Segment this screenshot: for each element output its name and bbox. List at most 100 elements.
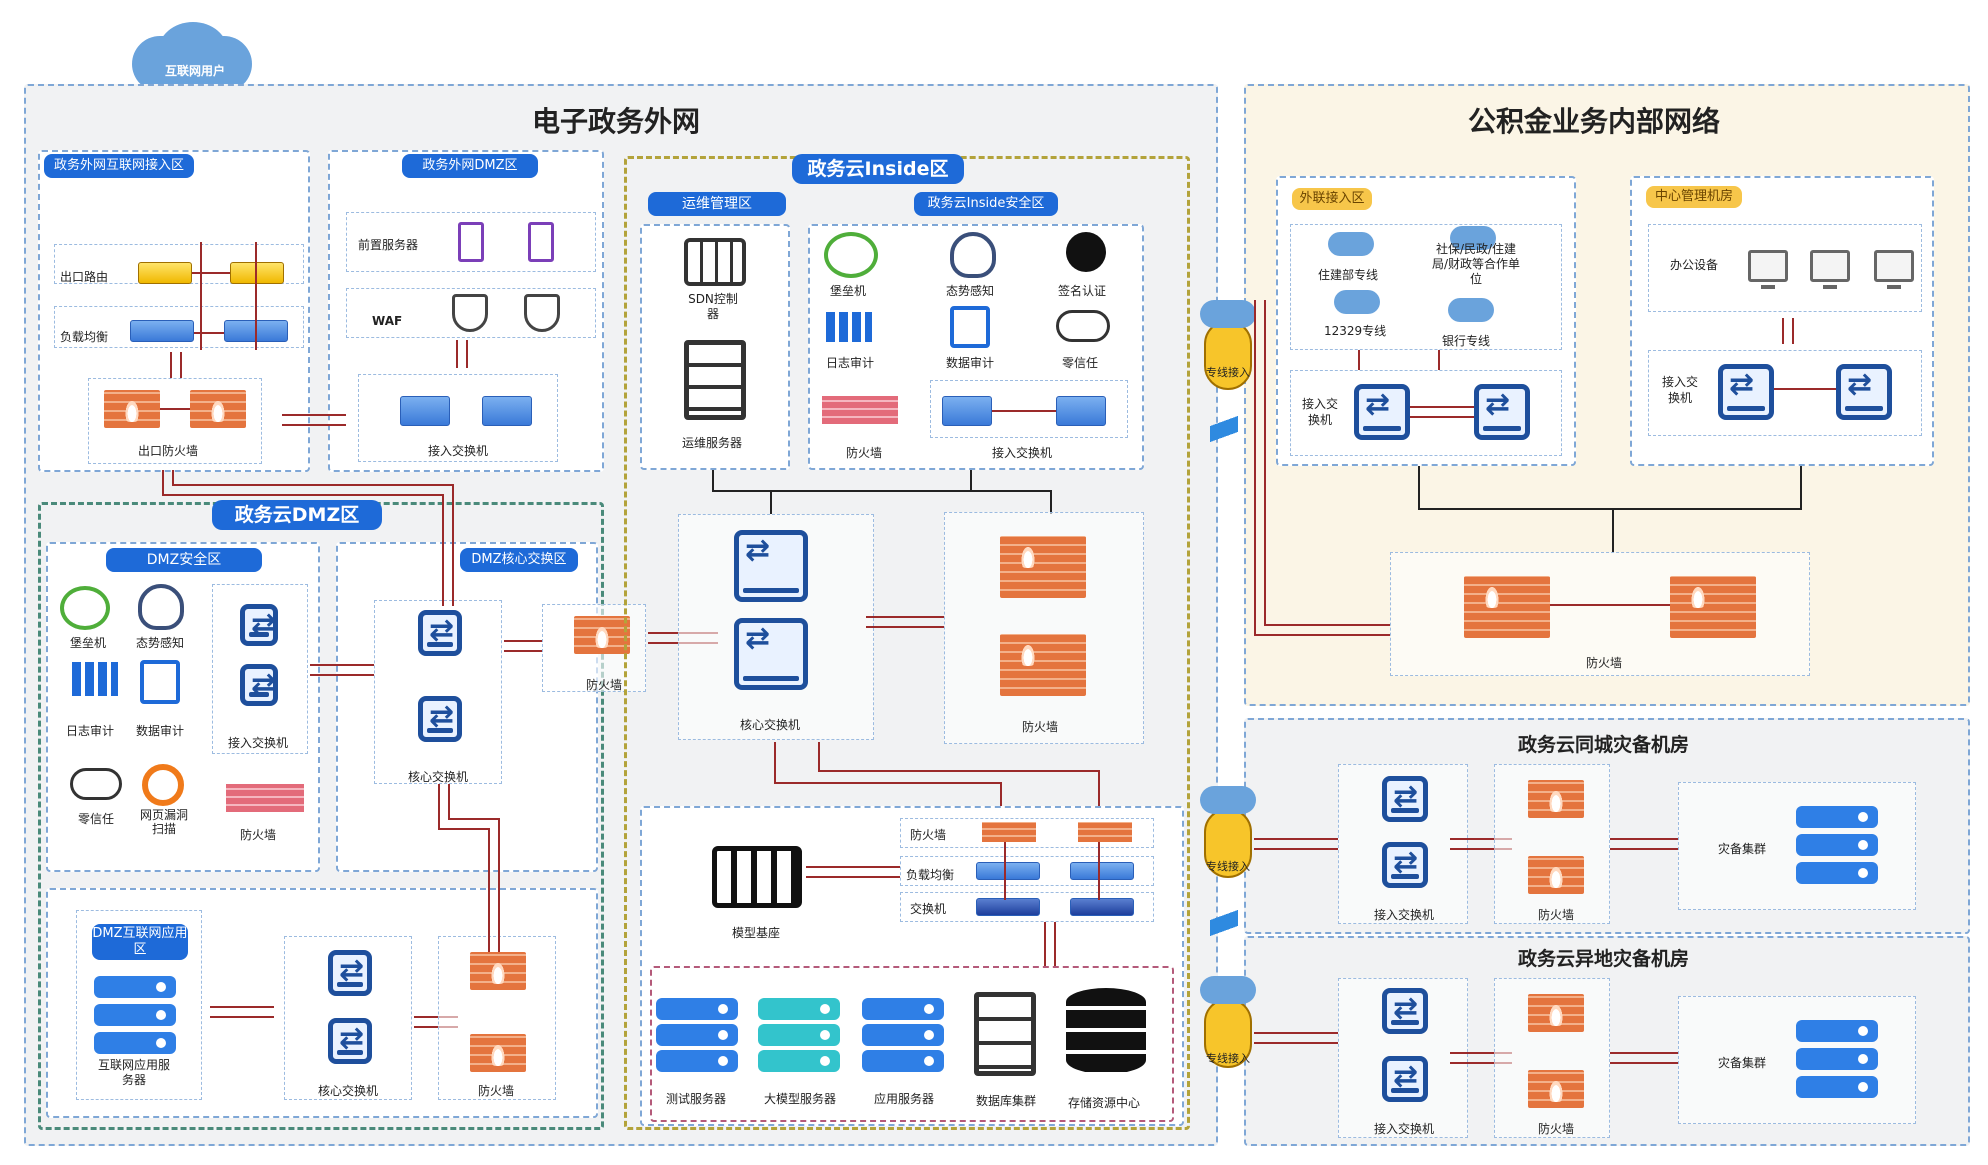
test-server-icon-3 bbox=[656, 1050, 738, 1072]
dr1-cluster-icon-3 bbox=[1796, 862, 1878, 884]
dr1-firewall-icon-2 bbox=[1528, 856, 1584, 894]
office-pc-icon-3 bbox=[1874, 250, 1914, 289]
log-audit-icon bbox=[72, 662, 118, 696]
dmz-app-firewall-icon-2 bbox=[470, 1034, 526, 1072]
llm-server-icon-2 bbox=[758, 1024, 840, 1046]
dr-same-city-title: 政务云同城灾备机房 bbox=[1518, 734, 1690, 756]
inside-main-firewall-label: 防火墙 bbox=[1022, 720, 1059, 734]
middle-firewall-icon bbox=[574, 616, 630, 654]
test-server-icon-2 bbox=[656, 1024, 738, 1046]
web-scan-icon bbox=[142, 764, 184, 806]
external-switch-icon bbox=[1354, 384, 1410, 440]
sdn-controller-label: SDN控制器 bbox=[688, 292, 738, 321]
ops-server-icon bbox=[684, 340, 746, 420]
sign-auth-icon bbox=[1066, 232, 1106, 272]
dmz-firewall-icon bbox=[226, 784, 304, 812]
dr2-cluster-icon-3 bbox=[1796, 1076, 1878, 1098]
exit-router-label: 出口路由 bbox=[60, 270, 109, 284]
storage-center-icon bbox=[1066, 988, 1146, 1074]
front-server-icon-2 bbox=[528, 222, 554, 262]
inside-data-audit-label: 数据审计 bbox=[946, 356, 995, 370]
dmz-log-audit-label: 日志审计 bbox=[66, 724, 115, 738]
zero-trust-icon bbox=[70, 768, 122, 800]
situation-icon bbox=[138, 584, 184, 630]
dr2-switch-label: 接入交换机 bbox=[1374, 1122, 1435, 1136]
dr2-cluster-icon bbox=[1796, 1020, 1878, 1042]
inside-main-firewall-icon-2 bbox=[1000, 634, 1086, 696]
dr-remote-cloud-icon bbox=[1200, 976, 1256, 1004]
dmz-data-audit-label: 数据审计 bbox=[136, 724, 185, 738]
external-access-title: 外联接入区 bbox=[1292, 188, 1372, 210]
dmz-core-switch-label: 核心交换机 bbox=[408, 770, 469, 784]
extranet-dmz-title: 政务外网DMZ区 bbox=[402, 154, 538, 178]
dmz-access-switch-icon bbox=[240, 604, 278, 646]
dr2-cluster-label: 灾备集群 bbox=[1718, 1056, 1767, 1070]
office-pc-icon-2 bbox=[1810, 250, 1850, 289]
center-switch-icon-2 bbox=[1836, 364, 1892, 420]
inside-main-firewall-icon bbox=[1000, 536, 1086, 598]
dmz-core-switch-icon-2 bbox=[418, 696, 462, 742]
inside-zero-trust-icon bbox=[1056, 310, 1110, 342]
fund-firewall-label: 防火墙 bbox=[1586, 656, 1623, 670]
inside-access-switch-icon bbox=[942, 396, 992, 426]
inside-bastion-label: 堡垒机 bbox=[830, 284, 867, 298]
dmz-core-switch-icon bbox=[418, 610, 462, 656]
load-balancer-icon bbox=[130, 320, 194, 342]
housing-line-label: 住建部专线 bbox=[1318, 268, 1379, 282]
row-firewall-icon bbox=[982, 822, 1036, 842]
inside-firewall-label: 防火墙 bbox=[846, 446, 883, 460]
dmz-security-title: DMZ安全区 bbox=[106, 548, 262, 572]
dmz-web-scan-label: 网页漏洞扫描 bbox=[139, 808, 188, 836]
row-lb-icon bbox=[976, 862, 1040, 880]
dr-same-city-cloud-icon bbox=[1200, 786, 1256, 814]
llm-server-icon-3 bbox=[758, 1050, 840, 1072]
llm-server-label: 大模型服务器 bbox=[764, 1092, 837, 1106]
dr2-cluster-icon-2 bbox=[1796, 1048, 1878, 1070]
test-server-icon bbox=[656, 998, 738, 1020]
inside-core-switch-icon-2 bbox=[734, 618, 808, 690]
dedicated-line-cloud-icon bbox=[1200, 300, 1256, 328]
row-lb-icon-2 bbox=[1070, 862, 1134, 880]
data-audit-icon bbox=[140, 660, 180, 704]
waf-shield-icon bbox=[452, 294, 488, 332]
inside-row-lb-label: 负载均衡 bbox=[906, 868, 955, 882]
extranet-dmz-switch-icon-2 bbox=[482, 396, 532, 426]
row-switch-icon bbox=[976, 898, 1040, 916]
inside-core-switch-icon bbox=[734, 530, 808, 602]
dr-same-city-line-icon bbox=[1204, 808, 1252, 878]
inside-log-audit-icon bbox=[826, 312, 872, 342]
inside-access-switch-label: 接入交换机 bbox=[992, 446, 1053, 460]
dedicated-line-icon bbox=[1204, 320, 1252, 390]
dr2-firewall-icon-2 bbox=[1528, 1070, 1584, 1108]
internet-user-label: 互联网用户 bbox=[164, 64, 225, 78]
waf-label: WAF bbox=[372, 314, 403, 328]
dmz-app-core-switch-icon bbox=[328, 950, 372, 996]
dr1-firewall-label: 防火墙 bbox=[1538, 908, 1575, 922]
dmz-bastion-label: 堡垒机 bbox=[70, 636, 107, 650]
llm-server-icon bbox=[758, 998, 840, 1020]
center-room-title: 中心管理机房 bbox=[1646, 186, 1742, 208]
dmz-app-core-switch-icon-2 bbox=[328, 1018, 372, 1064]
line-12329-label: 12329专线 bbox=[1324, 324, 1387, 338]
dmz-app-server-icon-3 bbox=[94, 1032, 176, 1054]
front-server-label: 前置服务器 bbox=[358, 238, 419, 252]
external-switch-label: 接入交换机 bbox=[1301, 397, 1338, 427]
dr1-firewall-icon bbox=[1528, 780, 1584, 818]
dr1-switch-icon bbox=[1382, 776, 1428, 822]
db-cluster-label: 数据库集群 bbox=[976, 1094, 1037, 1108]
extranet-dmz-switch-label: 接入交换机 bbox=[428, 444, 489, 458]
partners-icon bbox=[1450, 226, 1496, 250]
dmz-app-server-icon bbox=[94, 976, 176, 998]
extranet-dmz-switch-icon bbox=[400, 396, 450, 426]
sdn-controller-icon bbox=[684, 238, 746, 286]
dmz-access-switch-icon-2 bbox=[240, 664, 278, 706]
inside-firewall-icon bbox=[822, 396, 898, 424]
fund-firewall-icon bbox=[1464, 576, 1550, 638]
exit-router-icon-2 bbox=[230, 262, 284, 284]
front-server-icon bbox=[458, 222, 484, 262]
dmz-app-server-icon-2 bbox=[94, 1004, 176, 1026]
exit-router-icon bbox=[138, 262, 192, 284]
dmz-app-servers-label: 互联网应用服务器 bbox=[97, 1058, 170, 1087]
dr1-cluster-icon bbox=[1796, 806, 1878, 828]
fund-firewall-icon-2 bbox=[1670, 576, 1756, 638]
